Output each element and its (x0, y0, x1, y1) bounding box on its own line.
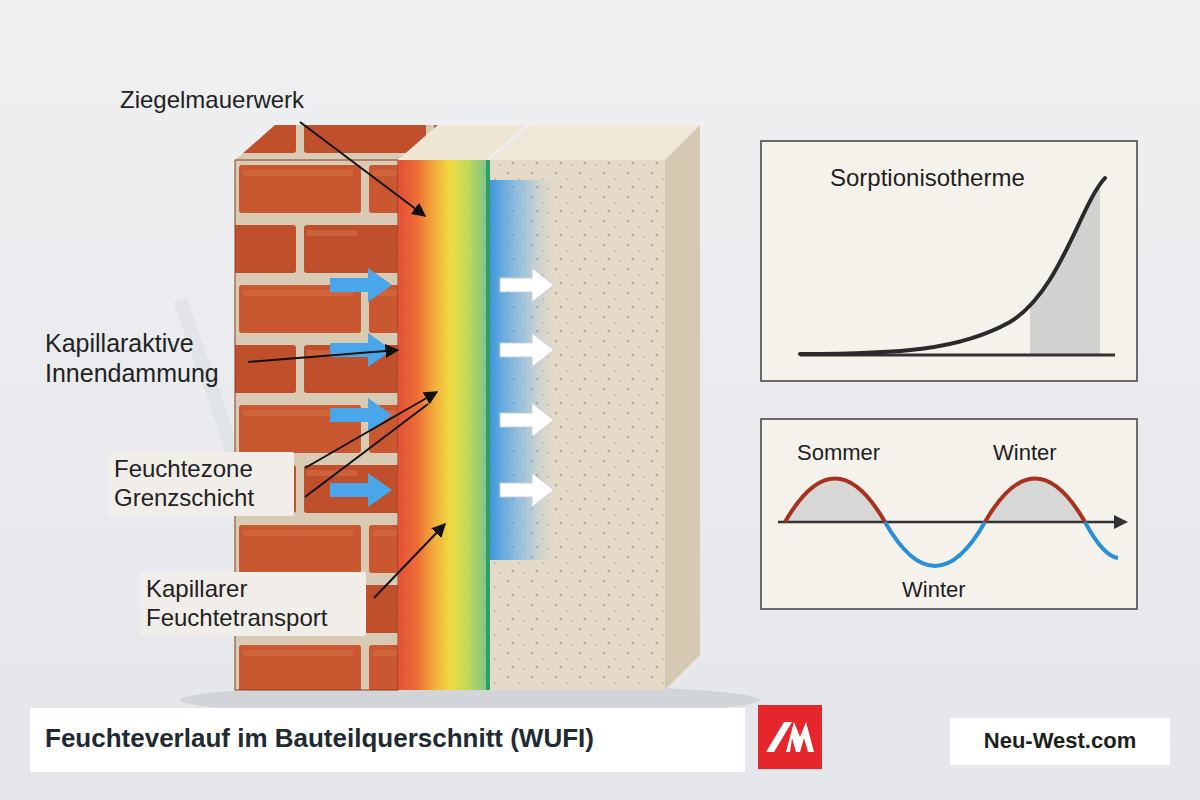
winter-wave (1085, 522, 1118, 558)
node-text: Neu-West.com (984, 728, 1136, 754)
node-text: Sommer (797, 440, 880, 466)
summer-wave (785, 479, 885, 523)
art-part (330, 398, 392, 432)
chart-panel: Sorptionisotherme (760, 140, 1138, 382)
part-label: Kapillarer Feuchtetransport (140, 572, 366, 636)
summer-wave (985, 479, 1085, 523)
node-text: Winter (993, 440, 1057, 466)
art-part (305, 404, 428, 497)
art-part (500, 268, 554, 302)
curve-fill (1030, 182, 1100, 355)
sorption-curve (800, 178, 1105, 354)
panel-ground (760, 418, 1138, 610)
moisture-gradient (398, 160, 486, 690)
node-text: Winter (902, 577, 966, 603)
winter-wave (885, 522, 985, 566)
chart-panel: SommerWinterWinter (760, 418, 1138, 610)
blue-moisture-zone (490, 180, 560, 560)
plaster-side-face (665, 125, 700, 690)
time-axis (778, 521, 1116, 524)
art-part (305, 392, 437, 468)
art-part (330, 333, 392, 367)
season-fill (785, 479, 885, 523)
logo-square (758, 705, 822, 769)
art-part (500, 403, 554, 437)
site-badge: Neu-West.com (950, 718, 1170, 765)
logo-mark (766, 722, 814, 752)
part-label: Ziegelmauerwerk (120, 86, 304, 115)
art-part (248, 350, 398, 362)
art-part (500, 333, 554, 367)
leader-lines (248, 122, 445, 598)
plaster-front (490, 160, 665, 690)
art-part (500, 473, 554, 507)
season-fill (985, 479, 1085, 523)
art-part (786, 722, 814, 752)
plaster-top-face (490, 125, 700, 160)
diagram-title: Feuchteverlauf im Bauteilquerschnitt (WU… (45, 723, 594, 754)
art-part (330, 473, 392, 507)
axis-arrowhead (1114, 515, 1128, 529)
boundary-line (486, 160, 490, 690)
art-part (330, 268, 392, 302)
insulation-texture (398, 160, 486, 690)
part-label: Kapillaraktive Innendammung (45, 328, 245, 388)
art-part (374, 524, 445, 598)
panel-ground (760, 140, 1138, 382)
node-text: Sorptionisotherme (830, 164, 1025, 193)
title-box (30, 708, 745, 772)
part-label: Feuchtezone Grenzschicht (108, 452, 294, 516)
art-part (300, 122, 425, 216)
white-arrows (500, 268, 554, 507)
